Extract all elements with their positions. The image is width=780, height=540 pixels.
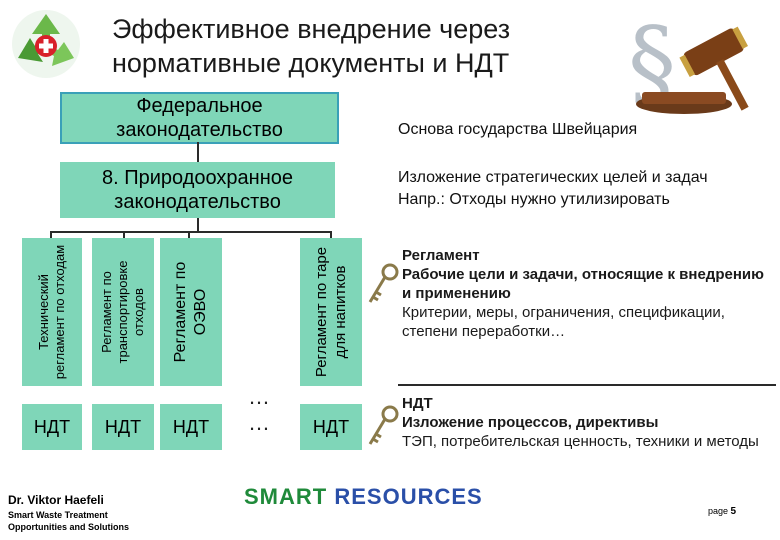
reglament-line1: Рабочие цели и задачи, относящие к внедр… xyxy=(402,266,764,302)
regulation-column-label: Регламент по таре для напитков xyxy=(313,246,349,378)
brand-smart: SMART xyxy=(244,484,328,509)
connector-line xyxy=(50,231,52,239)
env-law-label: 8. Природоохранное законодательство xyxy=(102,167,293,213)
ndt-box: НДТ xyxy=(160,404,222,450)
regulation-column-label: Технический регламент по отходам xyxy=(36,244,67,380)
basis-note: Основа государства Швейцария xyxy=(398,121,638,138)
ndt-label: НДТ xyxy=(312,416,350,437)
ndt-heading: НДТ xyxy=(402,395,433,412)
divider xyxy=(398,384,776,386)
regulation-column-label: Регламент по ОЭВО xyxy=(172,261,209,363)
regulation-column: Регламент по ОЭВО xyxy=(160,238,222,386)
connector-line xyxy=(123,231,125,239)
brand-logo: SMART RESOURCES xyxy=(244,484,483,510)
author-name: Dr. Viktor Haefeli xyxy=(8,493,104,507)
page-number: 5 xyxy=(730,506,737,517)
env-law-box: 8. Природоохранное законодательство xyxy=(60,162,335,218)
ndt-panel: НДТ Изложение процессов, директивы ТЭП, … xyxy=(402,394,774,451)
reglament-line2: Критерии, меры, ограничения, спецификаци… xyxy=(402,304,725,340)
goals-note-line1: Изложение стратегических целей и задач xyxy=(398,169,708,186)
connector-line xyxy=(188,231,190,239)
ndt-label: НДТ xyxy=(172,416,210,437)
page-indicator: page 5 xyxy=(708,506,736,517)
ndt-box: НДТ xyxy=(22,404,82,450)
recycle-swiss-logo-icon xyxy=(10,8,82,80)
ndt-line1: Изложение процессов, директивы xyxy=(402,414,659,431)
federal-law-box: Федеральное законодательство xyxy=(60,92,339,144)
page-label: page xyxy=(708,506,729,516)
connector-line xyxy=(197,218,199,232)
ndt-label: НДТ xyxy=(104,416,142,437)
regulation-column: Регламент по таре для напитков xyxy=(300,238,362,386)
key-icon xyxy=(364,404,400,450)
reglament-heading: Регламент xyxy=(402,247,480,264)
federal-law-label: Федеральное законодательство xyxy=(116,95,283,141)
ndt-box: НДТ xyxy=(300,404,362,450)
connector-line xyxy=(330,231,332,239)
regulation-column: Регламент по транспортировке отходов xyxy=(92,238,154,386)
goals-note-line2: Напр.: Отходы нужно утилизировать xyxy=(398,191,670,208)
more-ndt-ellipsis: … xyxy=(248,410,270,435)
key-icon xyxy=(364,262,400,308)
connector-line xyxy=(197,142,199,162)
more-regulations-ellipsis: … xyxy=(248,384,270,409)
page-title: Эффективное внедрение через нормативные … xyxy=(112,14,511,78)
connector-line xyxy=(50,231,332,233)
regulation-column: Технический регламент по отходам xyxy=(22,238,82,386)
ndt-label: НДТ xyxy=(33,416,71,437)
gavel-paragraph-icon: § xyxy=(622,4,772,119)
ndt-line2: ТЭП, потребительская ценность, техники и… xyxy=(402,433,759,450)
reglament-panel: Регламент Рабочие цели и задачи, относящ… xyxy=(402,246,774,341)
ndt-box: НДТ xyxy=(92,404,154,450)
regulation-column-label: Регламент по транспортировке отходов xyxy=(99,260,146,364)
org-line2: Opportunities and Solutions xyxy=(8,522,129,532)
org-line1: Smart Waste Treatment xyxy=(8,510,108,520)
brand-resources: RESOURCES xyxy=(334,484,483,509)
